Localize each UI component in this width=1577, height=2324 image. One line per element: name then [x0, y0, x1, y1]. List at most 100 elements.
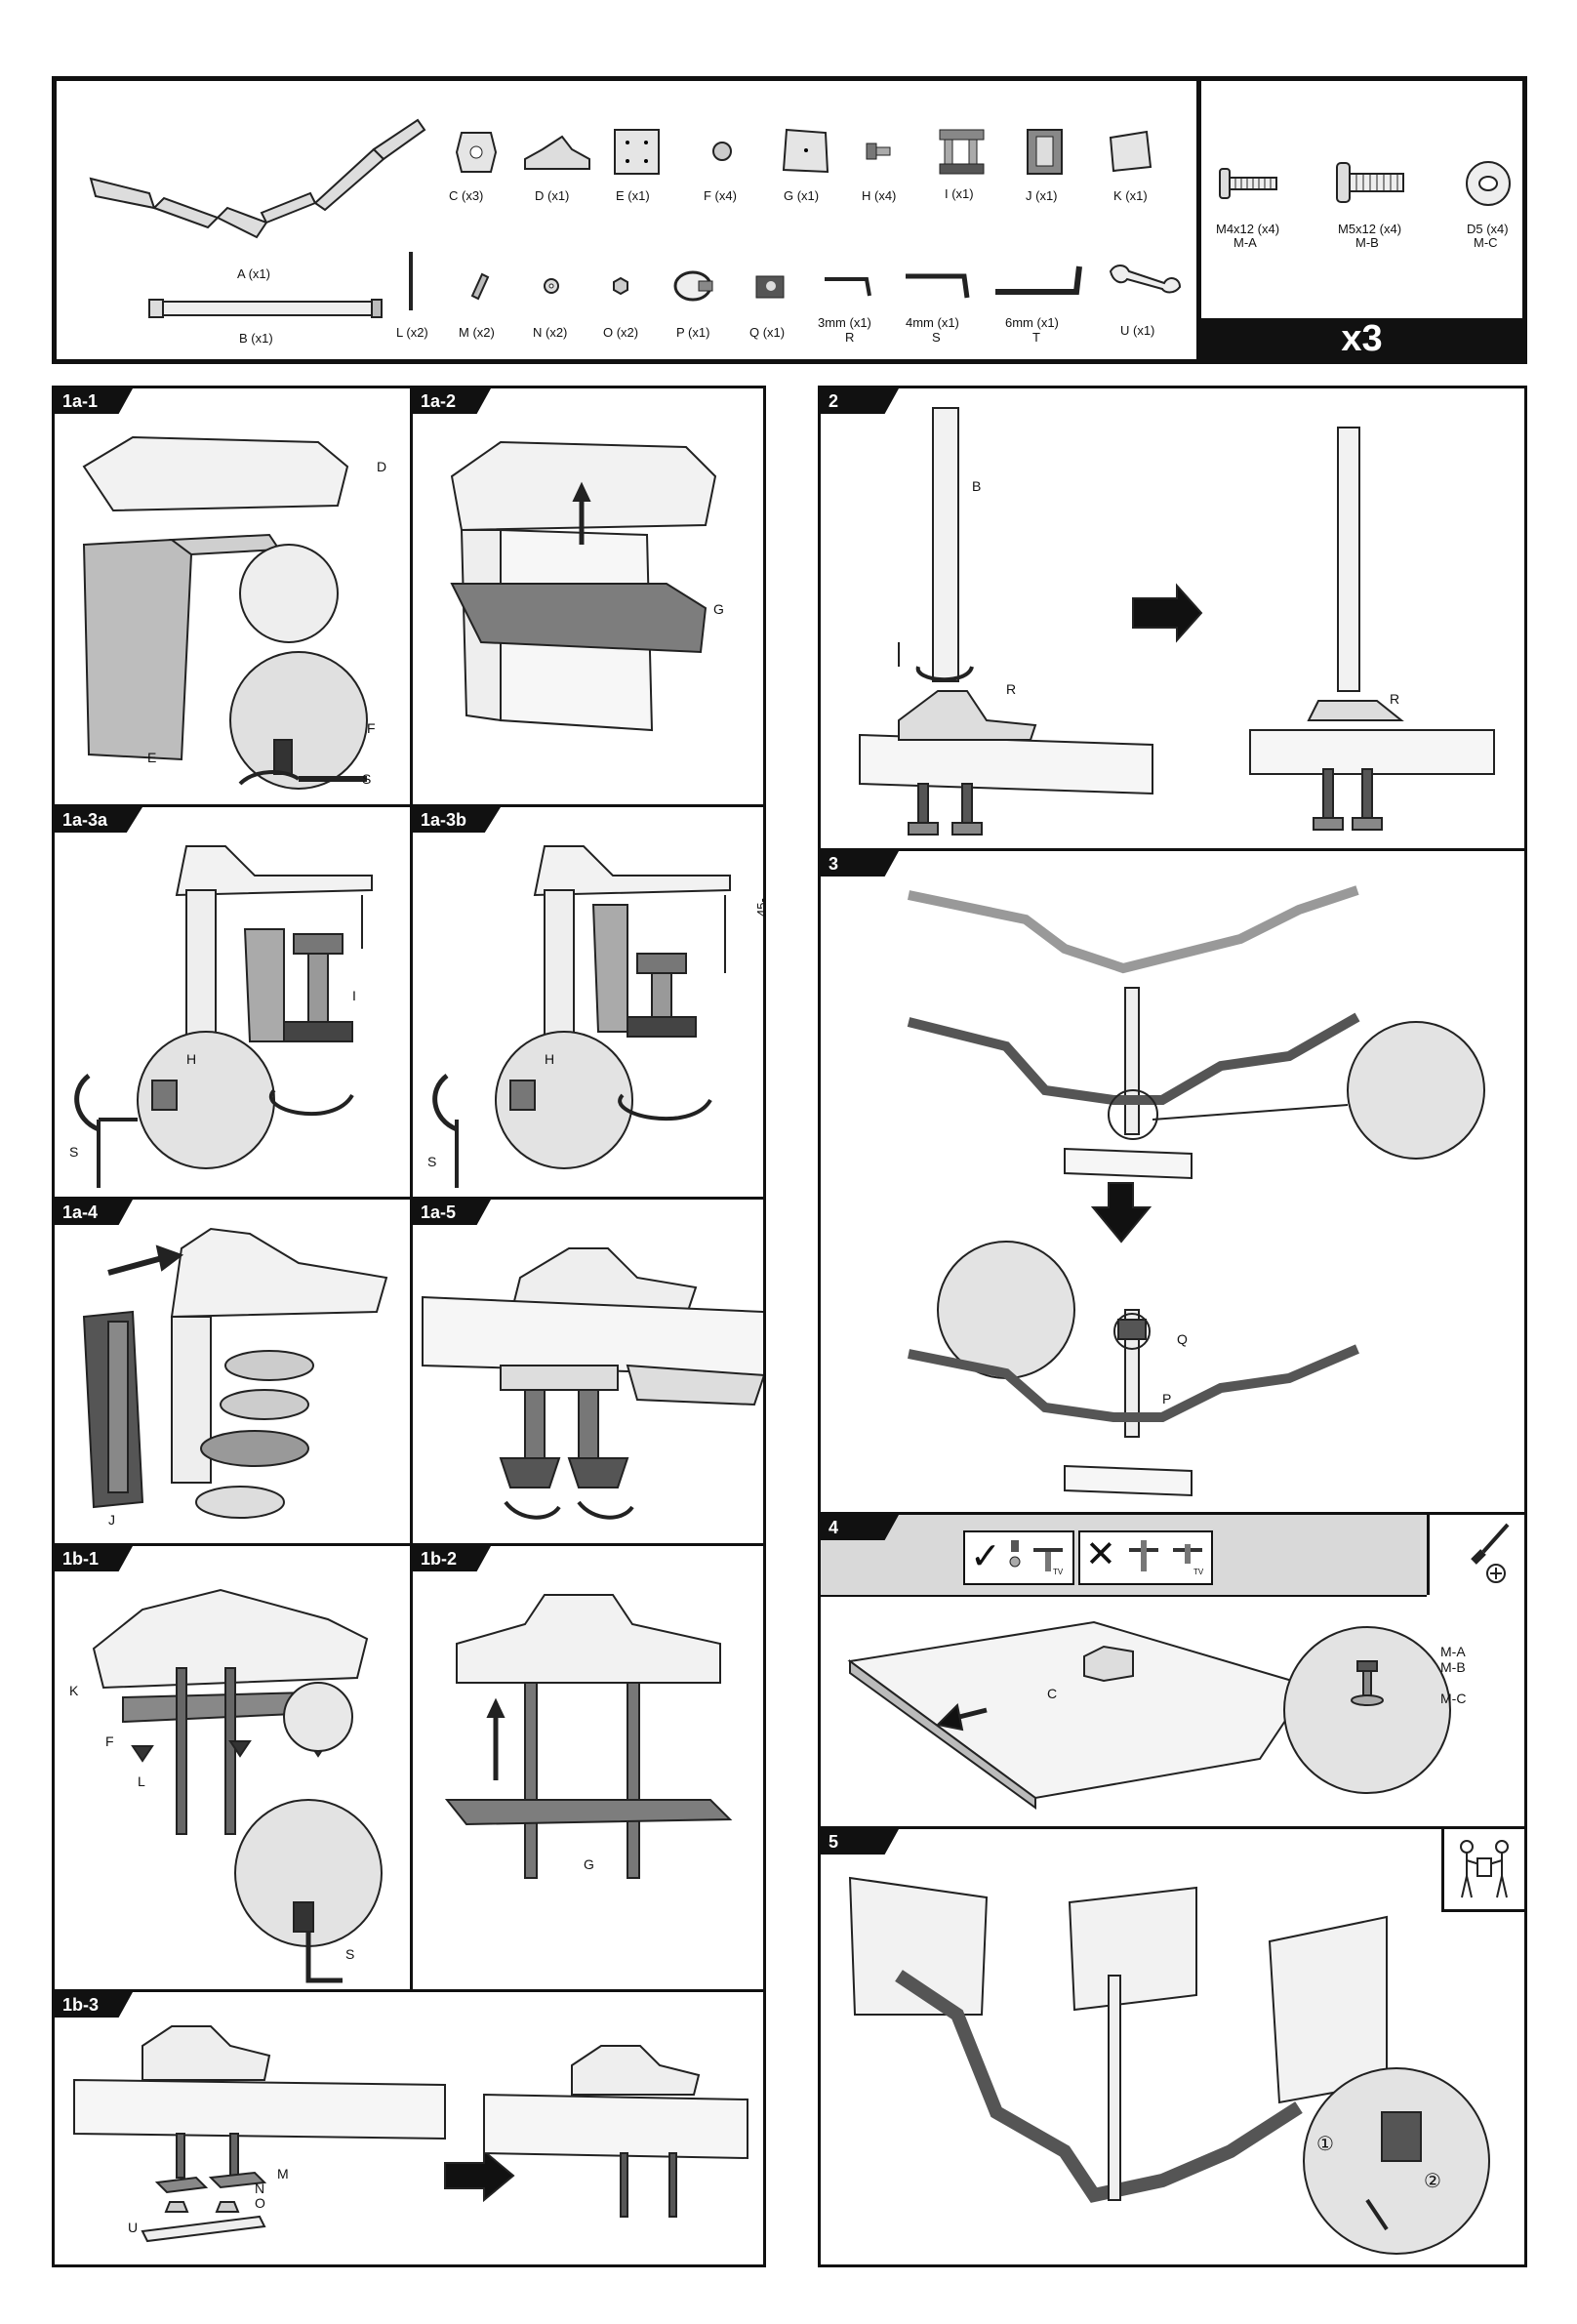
part-k-label: K (x1)	[1113, 188, 1148, 203]
step-1b-1-tag: 1b-1	[55, 1546, 133, 1571]
part-n-label: N (x2)	[533, 325, 568, 340]
cross-icon: ✕	[1085, 1532, 1116, 1575]
parts-list: A (x1) B (x1) C (x3) D (x1) E (x1) F (x4…	[52, 76, 1527, 364]
callout-k: K	[69, 1683, 79, 1698]
pole-install-illustration	[859, 407, 1495, 836]
washer-mc-icon	[1466, 161, 1511, 206]
callout-circle-2: ②	[1424, 2169, 1441, 2192]
correct-usage-box: ✓ TV	[963, 1530, 1074, 1585]
part-f-screw-icon	[712, 142, 732, 161]
callout-e: E	[147, 750, 157, 765]
part-g-label: G (x1)	[784, 188, 820, 203]
callout-s: S	[362, 771, 372, 787]
part-j-label: J (x1)	[1026, 188, 1058, 203]
step-1a-5-panel: 1a-5	[410, 1197, 766, 1546]
step-5-panel: 5 ① ②	[818, 1826, 1527, 2267]
callout-s-1b1: S	[345, 1946, 355, 1962]
callout-j: J	[108, 1512, 115, 1528]
part-t-hex-key-icon	[995, 265, 1082, 295]
callout-s-1a3a: S	[69, 1144, 79, 1160]
part-p-collar-icon	[673, 270, 713, 302]
part-p-label: P (x1)	[676, 325, 710, 340]
step-5-tag: 5	[821, 1829, 899, 1855]
grommet-install-illustration	[82, 1227, 388, 1519]
part-h-bolt-icon	[866, 143, 891, 160]
incorrect-usage-box: ✕ TV	[1078, 1530, 1213, 1585]
clamp-assembly-illustration	[82, 435, 368, 790]
clamp-height-a-illustration	[74, 845, 373, 1188]
callout-mc: M-C	[1440, 1691, 1467, 1706]
tv-label-correct: TV	[1053, 1568, 1064, 1576]
callout-range-b: 45-90mm	[754, 898, 766, 917]
step-2-tag: 2	[821, 388, 899, 414]
two-person-box	[1441, 1829, 1524, 1912]
callout-u: U	[128, 2220, 139, 2235]
callout-h: H	[186, 1051, 197, 1067]
arm-mount-illustration	[907, 885, 1485, 1497]
part-f-label: F (x4)	[704, 188, 737, 203]
callout-g-1b2: G	[584, 1856, 594, 1872]
part-l-rod-icon	[409, 252, 413, 310]
part-k-plate-icon	[1109, 130, 1152, 173]
callout-q: Q	[1177, 1331, 1188, 1347]
step-1b-2-tag: 1b-2	[413, 1546, 491, 1571]
screw-mb-size: M5x12 (x4)	[1338, 222, 1402, 236]
step-1a-3b-panel: 1a-3b 45-90mm H S	[410, 804, 766, 1200]
screw-ma-code: M-A	[1233, 235, 1257, 250]
part-a-arm-illustration	[89, 118, 426, 239]
part-e-bracket-icon	[614, 129, 660, 175]
part-j-grommet-icon	[1027, 129, 1063, 175]
screw-ma-icon	[1219, 168, 1277, 199]
step-1a-1-panel: 1a-1 D E F S	[52, 386, 413, 807]
screw-mb-code: M-B	[1355, 235, 1379, 250]
callout-f-1b1: F	[105, 1733, 114, 1749]
step-4-panel: 4 ✓ TV ✕ TV C	[818, 1512, 1527, 1829]
callout-h-1a3b: H	[545, 1051, 555, 1067]
parts-divider	[1196, 81, 1201, 359]
callout-l: L	[138, 1774, 145, 1789]
screwdriver-icon	[1471, 1523, 1510, 1583]
part-s-hex-key-icon	[906, 273, 970, 299]
tv-label-incorrect: TV	[1193, 1568, 1204, 1576]
callout-g: G	[713, 601, 724, 617]
callout-s-1a3b: S	[427, 1154, 437, 1169]
part-g-plate-icon	[782, 128, 829, 174]
part-i-clamp-icon	[939, 129, 985, 175]
part-m-washer-plate-icon	[470, 272, 490, 301]
correct-screw-icon	[1009, 1540, 1063, 1571]
monitor-attach-illustration	[848, 1876, 1490, 2255]
step-1a-4-panel: 1a-4 J	[52, 1197, 413, 1546]
part-d-label: D (x1)	[535, 188, 570, 203]
step-1a-5-tag: 1a-5	[413, 1200, 491, 1225]
callout-m: M	[277, 2166, 289, 2181]
step-1b-1-panel: 1b-1 K F L S	[52, 1543, 413, 1992]
bolt-tighten-illustration	[73, 2025, 748, 2243]
part-b-label: B (x1)	[239, 331, 273, 346]
part-t-size-label: 6mm (x1)	[1005, 315, 1059, 330]
washer-mc-code: M-C	[1474, 235, 1498, 250]
part-b-pole-illustration	[148, 299, 383, 318]
part-n-washer-icon	[544, 278, 559, 294]
part-o-nut-icon	[613, 276, 628, 296]
part-o-label: O (x2)	[603, 325, 639, 340]
part-s-label: S	[932, 330, 941, 345]
part-u-label: U (x1)	[1120, 323, 1155, 338]
step-1a-2-panel: 1a-2 G	[410, 386, 766, 807]
step-1b-2-panel: 1b-2 G	[410, 1543, 766, 1992]
step-4-tag: 4	[821, 1515, 899, 1540]
callout-r: R	[1006, 681, 1017, 697]
part-r-hex-key-icon	[825, 277, 871, 297]
part-r-label: R	[845, 330, 855, 345]
callout-d: D	[377, 459, 387, 474]
part-q-label: Q (x1)	[749, 325, 786, 340]
step-1a-4-tag: 1a-4	[55, 1200, 133, 1225]
callout-i: I	[352, 988, 356, 1003]
callout-c: C	[1047, 1686, 1058, 1701]
part-m-label: M (x2)	[459, 325, 495, 340]
step-1a-1-tag: 1a-1	[55, 388, 133, 414]
part-h-label: H (x4)	[862, 188, 897, 203]
screw-mb-icon	[1336, 162, 1404, 203]
screwdriver-box	[1427, 1515, 1524, 1595]
part-l-label: L (x2)	[396, 325, 428, 340]
part-s-size-label: 4mm (x1)	[906, 315, 959, 330]
